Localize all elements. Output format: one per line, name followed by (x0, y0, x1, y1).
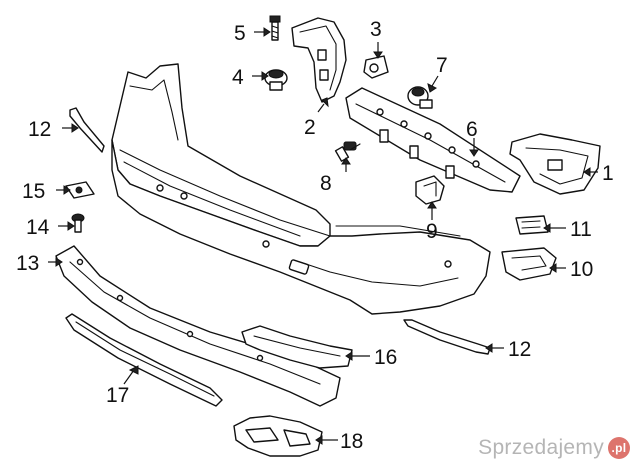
callout-3: 3 (370, 18, 382, 41)
callout-13: 13 (16, 252, 39, 275)
part-7-grommet (407, 86, 433, 109)
part-14-screw (71, 213, 85, 233)
part-13-lower-valance (55, 245, 341, 407)
watermark-text: Sprzedajemy (478, 436, 604, 459)
part-1-side-bracket (509, 133, 601, 195)
callouts: 1 2 3 4 5 6 7 8 9 10 11 12 12 13 14 15 1… (16, 18, 614, 453)
callout-1: 1 (602, 162, 614, 185)
part-11-bracket (515, 215, 549, 235)
callout-9: 9 (426, 220, 438, 243)
part-4-grommet (264, 69, 288, 91)
callout-11: 11 (570, 218, 592, 241)
callout-10: 10 (570, 258, 593, 281)
callout-7: 7 (436, 54, 448, 77)
part-8-bolt (334, 141, 361, 162)
watermark: Sprzedajemy .pl (478, 435, 630, 461)
callout-5: 5 (234, 22, 246, 45)
part-18-exhaust-trim (233, 415, 323, 457)
callout-17: 17 (106, 384, 129, 407)
watermark-badge: .pl (608, 437, 630, 459)
part-12-left-strip (69, 107, 105, 153)
callout-12-left: 12 (28, 118, 51, 141)
part-5-screw (269, 15, 281, 41)
part-16-trim (241, 325, 353, 369)
part-10-bracket (501, 247, 557, 281)
part-2-bracket (291, 17, 347, 103)
callout-14: 14 (26, 216, 50, 239)
part-17-molding (65, 313, 223, 407)
part-6-absorber (345, 87, 521, 193)
bumper-cover (111, 63, 491, 315)
callout-8: 8 (320, 172, 332, 195)
callout-4: 4 (232, 66, 244, 89)
callout-18: 18 (340, 430, 363, 453)
part-15-nut-clip (65, 181, 95, 199)
callout-6: 6 (466, 118, 478, 141)
part-3-clip (363, 55, 389, 79)
callout-16: 16 (374, 346, 397, 369)
part-9-clip (415, 175, 445, 205)
callout-12-right: 12 (508, 338, 531, 361)
part-12-right-strip (403, 319, 491, 355)
callout-15: 15 (22, 180, 45, 203)
callout-2: 2 (304, 116, 316, 139)
leaders (48, 27, 598, 445)
